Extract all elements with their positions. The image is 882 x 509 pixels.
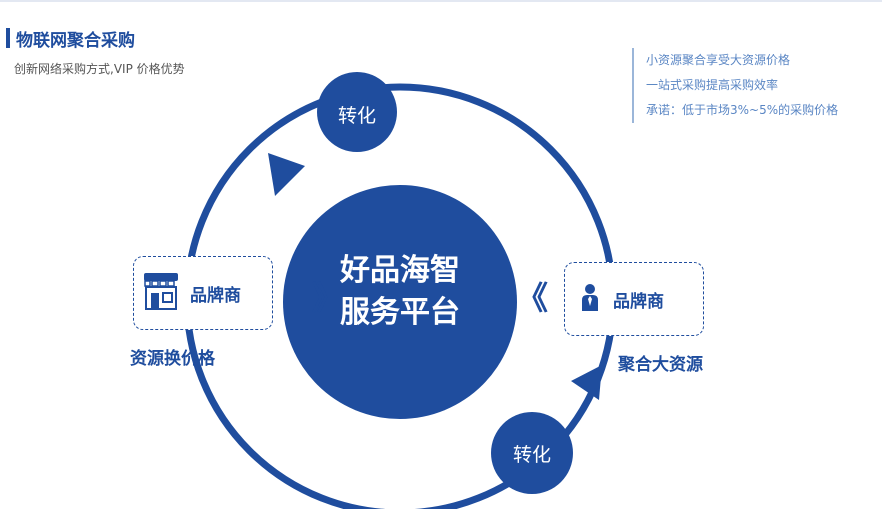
right-caption: 聚合大资源 — [618, 355, 703, 375]
bottom-conversion-badge: 转化 — [512, 444, 551, 466]
right-brand-label: 品牌商 — [613, 291, 664, 312]
left-brand-box: 品牌商 — [133, 256, 273, 330]
chevron-right-icon: 》 — [312, 279, 345, 317]
left-brand-label: 品牌商 — [190, 285, 241, 306]
page-title: 物联网聚合采购 — [16, 31, 135, 51]
platform-name-line1: 好品海智 — [340, 253, 460, 288]
top-divider — [0, 0, 882, 2]
top-conversion-badge: 转化 — [337, 105, 376, 127]
right-brand-box: 品牌商 — [564, 262, 704, 336]
platform-name-line2: 服务平台 — [340, 295, 460, 330]
bottom-badge-circle — [491, 412, 573, 494]
benefit-item: 小资源聚合享受大资源价格 — [646, 53, 791, 67]
cycle-arrow-top-icon — [268, 153, 305, 196]
left-caption: 资源换价格 — [130, 349, 215, 369]
benefit-item: 一站式采购提高采购效率 — [646, 78, 779, 92]
chevron-left-icon: 《 — [516, 279, 549, 317]
cycle-arrow-bottom-icon — [571, 365, 602, 400]
storefront-icon — [142, 271, 180, 315]
benefit-list: 小资源聚合享受大资源价格 一站式采购提高采购效率 承诺：低于市场3%~5%的采购… — [632, 48, 838, 123]
businessman-icon — [579, 283, 601, 315]
title-accent-bar — [6, 28, 10, 48]
top-badge-circle — [317, 72, 397, 152]
page-subtitle: 创新网络采购方式,VIP 价格优势 — [14, 62, 185, 76]
platform-circle — [283, 185, 517, 419]
platform-name: 好品海智 服务平台 — [300, 250, 500, 334]
benefit-item: 承诺：低于市场3%~5%的采购价格 — [646, 103, 839, 117]
